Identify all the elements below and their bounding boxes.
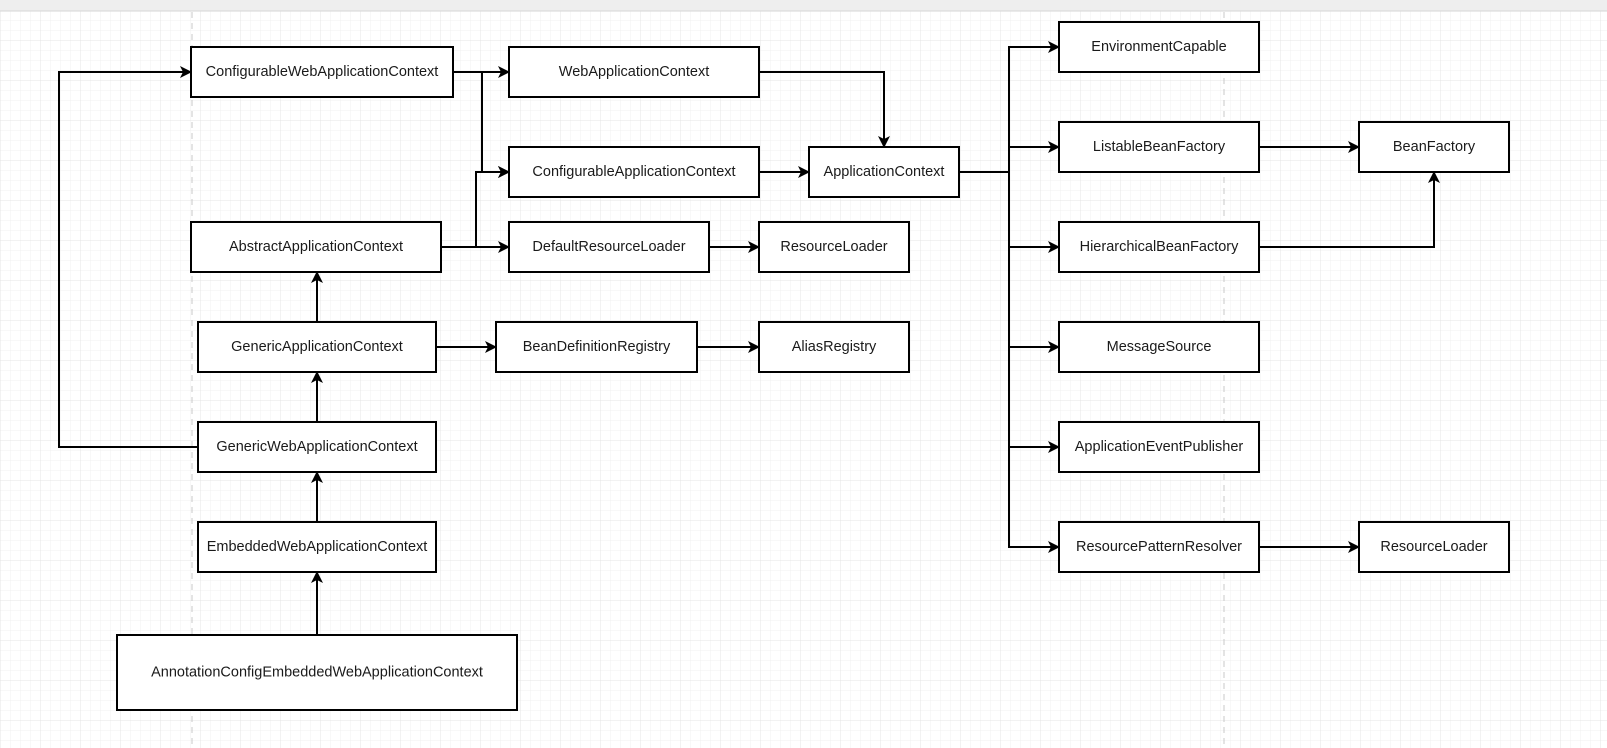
node-application-context[interactable]: ApplicationContext — [808, 146, 960, 198]
node-generic-application-context[interactable]: GenericApplicationContext — [197, 321, 437, 373]
node-label: BeanDefinitionRegistry — [523, 339, 671, 355]
node-label: ResourcePatternResolver — [1076, 539, 1242, 555]
node-label: DefaultResourceLoader — [532, 239, 685, 255]
node-default-resource-loader[interactable]: DefaultResourceLoader — [508, 221, 710, 273]
node-label: EnvironmentCapable — [1091, 39, 1226, 55]
node-box[interactable] — [1358, 521, 1510, 573]
node-box[interactable] — [508, 46, 760, 98]
node-hierarchical-bean-factory[interactable]: HierarchicalBeanFactory — [1058, 221, 1260, 273]
node-resource-loader-2[interactable]: ResourceLoader — [1358, 521, 1510, 573]
node-resource-loader-1[interactable]: ResourceLoader — [758, 221, 910, 273]
node-box[interactable] — [1058, 421, 1260, 473]
node-alias-registry[interactable]: AliasRegistry — [758, 321, 910, 373]
node-label: HierarchicalBeanFactory — [1080, 239, 1240, 255]
edges-layer — [58, 41, 1440, 635]
node-label: GenericWebApplicationContext — [216, 439, 417, 455]
node-label: ApplicationEventPublisher — [1075, 439, 1244, 455]
node-label: GenericApplicationContext — [231, 339, 403, 355]
node-box[interactable] — [197, 421, 437, 473]
node-label: AliasRegistry — [792, 339, 877, 355]
node-label: ConfigurableWebApplicationContext — [206, 64, 439, 80]
node-configurable-application-context[interactable]: ConfigurableApplicationContext — [508, 146, 760, 198]
node-bean-definition-registry[interactable]: BeanDefinitionRegistry — [495, 321, 698, 373]
node-label: AbstractApplicationContext — [229, 239, 403, 255]
node-box[interactable] — [808, 146, 960, 198]
node-box[interactable] — [758, 321, 910, 373]
node-label: WebApplicationContext — [559, 64, 709, 80]
node-label: ResourceLoader — [780, 239, 887, 255]
node-box[interactable] — [1058, 121, 1260, 173]
node-label: BeanFactory — [1393, 139, 1476, 155]
node-box[interactable] — [508, 221, 710, 273]
node-annotation-config-embedded-web-application-context[interactable]: AnnotationConfigEmbeddedWebApplicationCo… — [116, 634, 518, 711]
node-box[interactable] — [1058, 321, 1260, 373]
node-label: ApplicationContext — [824, 164, 945, 180]
node-box[interactable] — [508, 146, 760, 198]
node-web-application-context[interactable]: WebApplicationContext — [508, 46, 760, 98]
node-box[interactable] — [197, 321, 437, 373]
edge-generic-web-application-context-to-configurable-web-application-context[interactable] — [58, 66, 198, 448]
edge-web-application-context-to-application-context[interactable] — [759, 71, 890, 148]
node-resource-pattern-resolver[interactable]: ResourcePatternResolver — [1058, 521, 1260, 573]
edge-hierarchical-bean-factory-to-bean-factory[interactable] — [1259, 171, 1440, 248]
node-box[interactable] — [1058, 21, 1260, 73]
node-label: ResourceLoader — [1380, 539, 1487, 555]
node-application-event-publisher[interactable]: ApplicationEventPublisher — [1058, 421, 1260, 473]
node-abstract-application-context[interactable]: AbstractApplicationContext — [190, 221, 442, 273]
node-message-source[interactable]: MessageSource — [1058, 321, 1260, 373]
edge-application-context-to-resource-pattern-resolver[interactable] — [959, 171, 1060, 553]
node-label: AnnotationConfigEmbeddedWebApplicationCo… — [151, 665, 483, 681]
node-box[interactable] — [116, 634, 518, 711]
node-label: EmbeddedWebApplicationContext — [207, 539, 428, 555]
node-configurable-web-application-context[interactable]: ConfigurableWebApplicationContext — [190, 46, 454, 98]
node-box[interactable] — [495, 321, 698, 373]
node-label: ListableBeanFactory — [1093, 139, 1226, 155]
node-box[interactable] — [190, 221, 442, 273]
node-embedded-web-application-context[interactable]: EmbeddedWebApplicationContext — [197, 521, 437, 573]
node-box[interactable] — [197, 521, 437, 573]
node-generic-web-application-context[interactable]: GenericWebApplicationContext — [197, 421, 437, 473]
node-box[interactable] — [190, 46, 454, 98]
node-box[interactable] — [1058, 521, 1260, 573]
node-box[interactable] — [1058, 221, 1260, 273]
nodes-layer: ConfigurableWebApplicationContext WebAppl… — [116, 21, 1510, 711]
node-bean-factory[interactable]: BeanFactory — [1358, 121, 1510, 173]
node-box[interactable] — [758, 221, 910, 273]
node-label: MessageSource — [1107, 339, 1212, 355]
node-label: ConfigurableApplicationContext — [532, 164, 735, 180]
node-listable-bean-factory[interactable]: ListableBeanFactory — [1058, 121, 1260, 173]
node-environment-capable[interactable]: EnvironmentCapable — [1058, 21, 1260, 73]
node-box[interactable] — [1358, 121, 1510, 173]
top-toolbar-strip — [0, 0, 1607, 11]
